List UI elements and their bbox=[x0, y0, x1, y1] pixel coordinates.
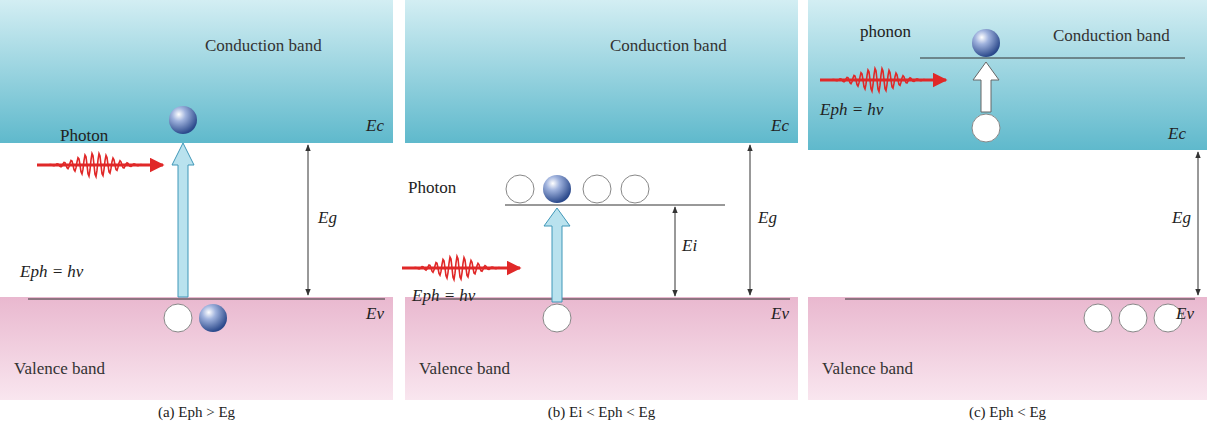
label-holder: phonon bbox=[860, 22, 911, 42]
band-label: Valence band bbox=[14, 359, 105, 379]
level-label: Ei bbox=[682, 236, 697, 256]
label-holder: Ev bbox=[366, 304, 384, 324]
level-label: Ev bbox=[366, 304, 384, 324]
gap-label: Eg bbox=[318, 208, 337, 228]
label-holder: Photon bbox=[408, 178, 456, 198]
level-label: Ec bbox=[366, 116, 384, 136]
conduction-band: Conduction band bbox=[405, 0, 798, 143]
label-holder: Eg bbox=[758, 208, 777, 228]
excitation-arrow bbox=[172, 143, 194, 297]
label-holder: (a) Eph > Eg bbox=[0, 403, 393, 421]
valence-band: Valence band bbox=[0, 297, 393, 400]
gap-label: Eg bbox=[758, 208, 777, 228]
photon-arrow bbox=[820, 79, 946, 82]
label-holder: Photon bbox=[60, 126, 108, 146]
valence-band: Valence band bbox=[405, 297, 798, 400]
label-holder: (b) Ei < Eph < Eg bbox=[405, 403, 798, 421]
band-label: Valence band bbox=[822, 359, 913, 379]
level-label: Ec bbox=[771, 116, 789, 136]
panel-caption: (c) Eph < Eg bbox=[969, 404, 1046, 421]
label-holder: Ev bbox=[771, 304, 789, 324]
label-holder: (c) Eph < Eg bbox=[808, 403, 1207, 421]
label-holder: Ei bbox=[682, 236, 697, 256]
label-holder: Eg bbox=[318, 208, 337, 228]
panel-caption: (a) Eph > Eg bbox=[158, 404, 235, 421]
level-label: Ev bbox=[1176, 304, 1194, 324]
label-holder: Eph = hν bbox=[20, 262, 83, 282]
band-label: Valence band bbox=[419, 359, 510, 379]
photon-arrow bbox=[402, 267, 520, 270]
valence-band: Valence band bbox=[808, 297, 1207, 400]
energy-label: Eph = hν bbox=[820, 100, 883, 120]
panel-caption: (b) Ei < Eph < Eg bbox=[548, 404, 655, 421]
label-holder: Eg bbox=[1172, 208, 1191, 228]
photon-label: Photon bbox=[408, 178, 456, 198]
photon-arrow bbox=[37, 164, 163, 167]
band-label: Conduction band bbox=[610, 36, 727, 56]
level-label: Ec bbox=[1168, 124, 1186, 144]
level-label: Ev bbox=[771, 304, 789, 324]
energy-label: Eph = hν bbox=[20, 262, 83, 282]
label-holder: Ec bbox=[1168, 124, 1186, 144]
energy-label: Eph = hν bbox=[412, 286, 475, 306]
band-label: Conduction band bbox=[205, 36, 322, 56]
band-label: Conduction band bbox=[1053, 26, 1170, 46]
label-holder: Eph = hν bbox=[412, 286, 475, 306]
label-holder: Ec bbox=[366, 116, 384, 136]
photon-label: Photon bbox=[60, 126, 108, 146]
label-holder: Eph = hν bbox=[820, 100, 883, 120]
phonon-label: phonon bbox=[860, 22, 911, 42]
conduction-band: Conduction band bbox=[0, 0, 393, 143]
label-holder: Ev bbox=[1176, 304, 1194, 324]
label-holder: Ec bbox=[771, 116, 789, 136]
gap-label: Eg bbox=[1172, 208, 1191, 228]
